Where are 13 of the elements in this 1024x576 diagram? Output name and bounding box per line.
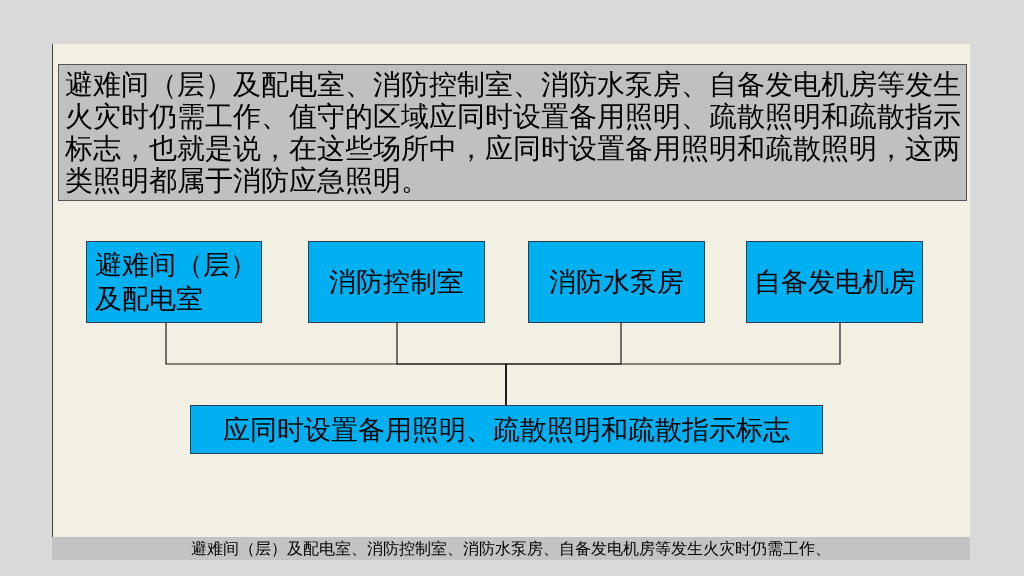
node-text: 应同时设置备用照明、疏散照明和疏散指示标志 [223,412,790,447]
process-box [528,241,705,323]
process-box [308,241,485,323]
caption-text: 避难间（层）及配电室、消防控制室、消防水泵房、自备发电机房等发生火灾时仍需工作、 [191,538,831,559]
process-box [746,241,923,323]
node-text: 消防控制室 [329,265,464,299]
node-text: 消防水泵房 [549,265,684,299]
note-text: 避难间（层）及配电室、消防控制室、消防水泵房、自备发电机房等发生火灾时仍需工作、值守的区域应同时设置备用照明、疏散照明和疏散指示标志，也就是说，在这些场所中，应同时设置备用照明和疏散照明，这两类照明都属于消防应急照明。 [65,68,962,197]
process-box [190,405,823,454]
process-box [86,241,262,323]
connector-line [505,322,841,406]
node-text: 自备发电机房 [753,265,916,299]
node-text: 避难间（层）及配电室 [95,248,258,316]
